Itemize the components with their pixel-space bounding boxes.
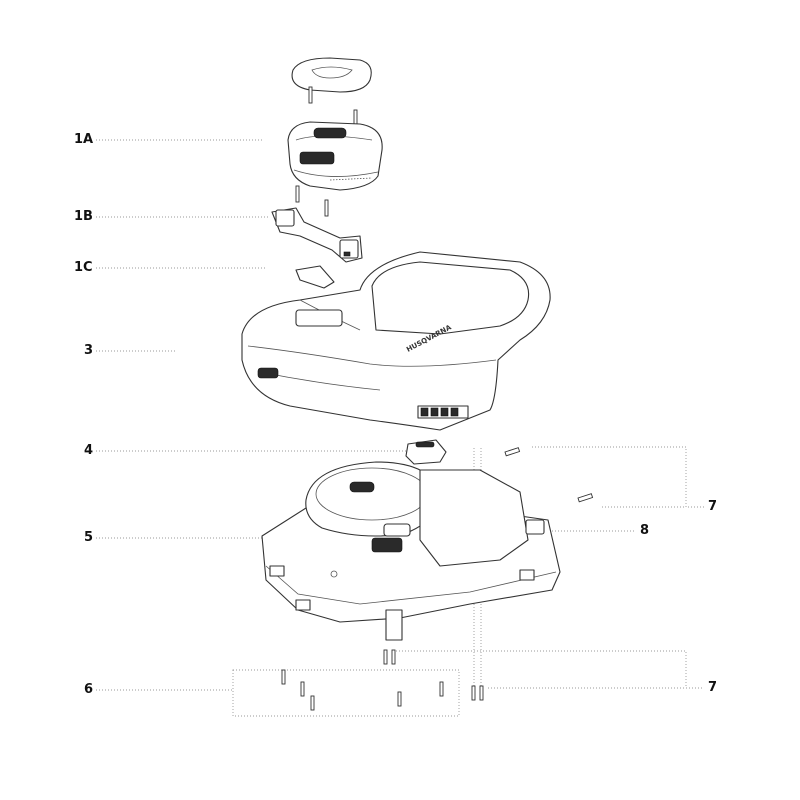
leader-6-bracket <box>232 669 460 717</box>
screw-7-top-a <box>504 447 521 457</box>
body-shell-top-slot <box>295 309 343 327</box>
leader-7-bottom <box>396 650 704 689</box>
callout-7-top: 7 <box>708 499 718 514</box>
chassis-panel-dark <box>371 537 403 553</box>
screw-1b-left <box>295 185 300 203</box>
part-3-body-shell: HUSQVARNA <box>241 251 551 431</box>
part-1a-control-panel <box>287 57 383 191</box>
body-shell-inner-opening <box>371 261 530 335</box>
top-cover-lid <box>291 57 372 93</box>
callout-1c: 1C <box>74 260 93 275</box>
warning-labels <box>417 405 469 419</box>
callout-6: 6 <box>84 682 94 697</box>
part-5-chassis <box>261 461 561 641</box>
part-7-bottom-screws <box>383 649 484 701</box>
part-8-connector <box>525 519 545 535</box>
screw-1b-right <box>324 199 329 217</box>
callout-8: 8 <box>640 523 650 538</box>
callout-5: 5 <box>84 530 94 545</box>
callout-7-bottom: 7 <box>708 680 718 695</box>
control-panel-display <box>313 127 347 139</box>
screw-7-top-b <box>577 493 594 503</box>
control-panel-body <box>287 121 383 191</box>
part-6-screws <box>281 669 444 711</box>
part-4-module <box>405 439 447 465</box>
callout-1a: 1A <box>74 132 94 147</box>
part-1b-bracket <box>271 207 363 263</box>
screw-lid-left <box>308 86 313 104</box>
chassis-rear-housing <box>419 469 529 567</box>
body-shell-vent <box>257 367 279 379</box>
leader-7-top <box>532 446 704 508</box>
control-panel-slot <box>299 151 335 165</box>
callout-4: 4 <box>84 443 94 458</box>
part-1c-cover <box>295 265 335 289</box>
callout-3: 3 <box>84 343 94 358</box>
chassis-dome-button <box>349 481 375 493</box>
callout-1b: 1B <box>74 209 93 224</box>
